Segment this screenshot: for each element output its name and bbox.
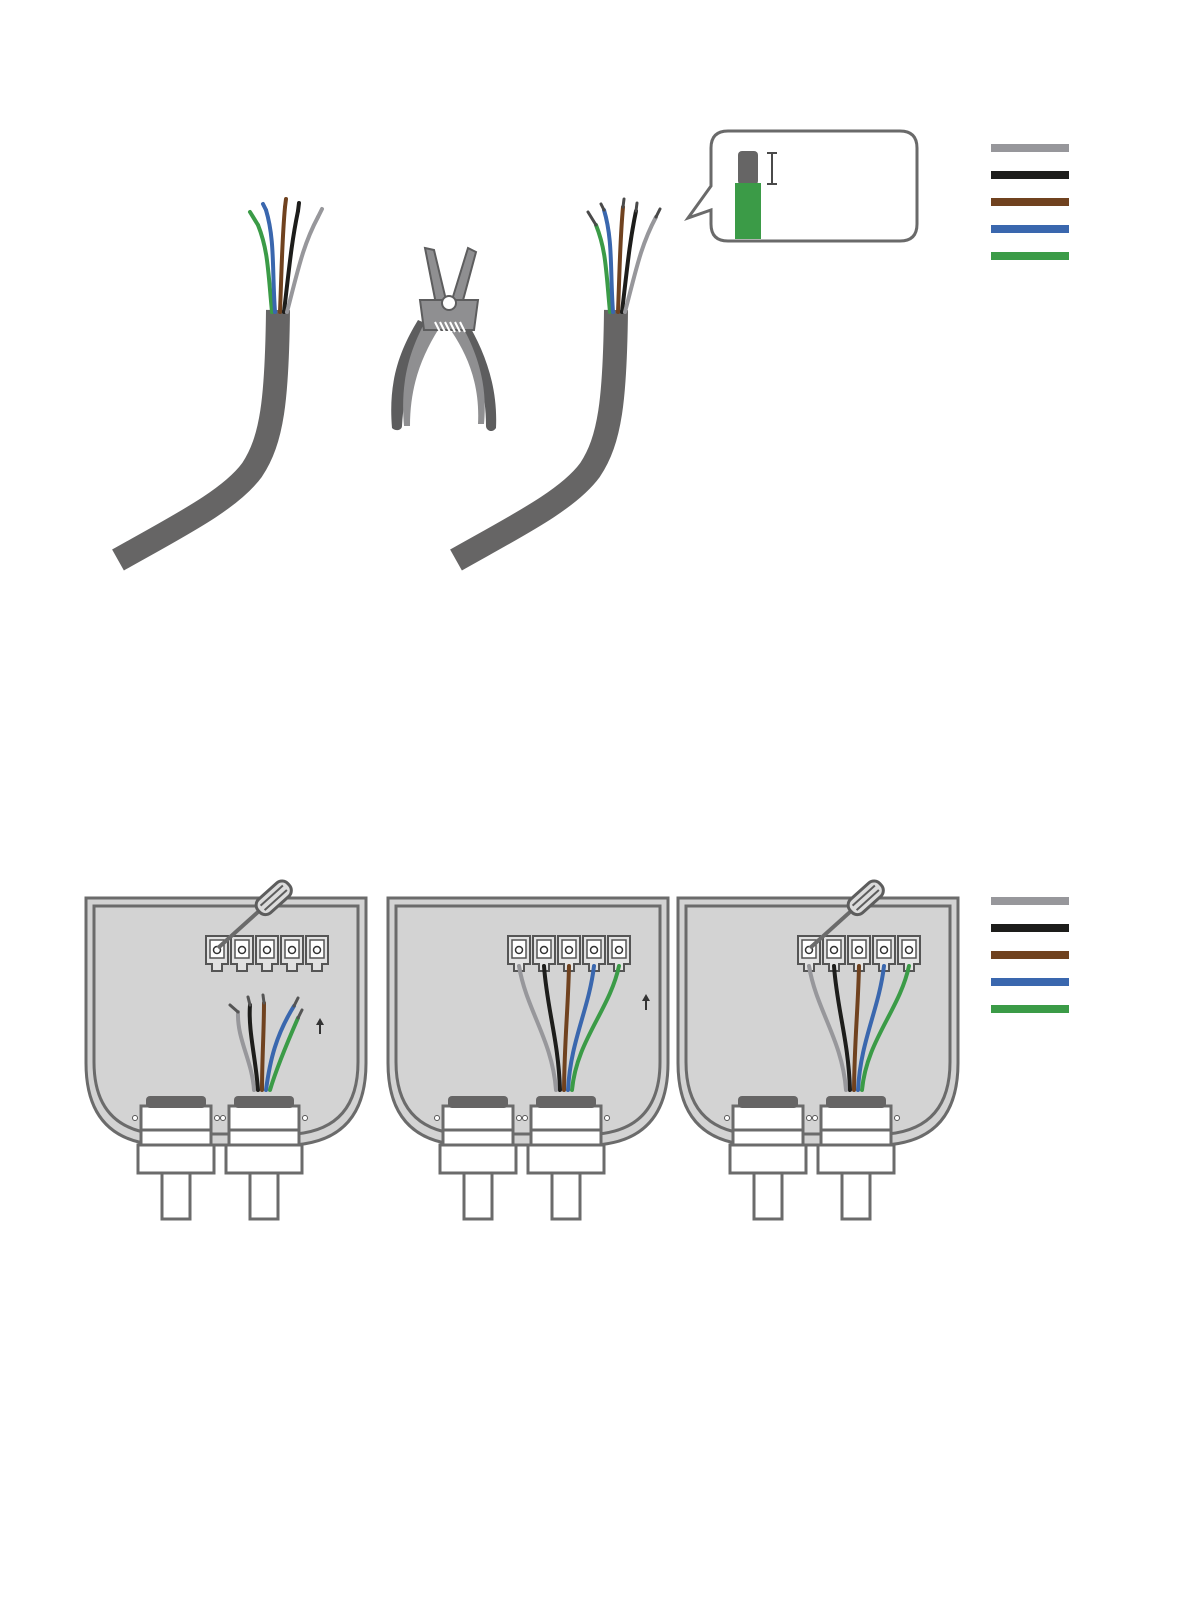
gland-collar <box>141 1130 211 1145</box>
gland-cable-stub <box>162 1173 190 1219</box>
gland-screw-hole <box>215 1116 220 1121</box>
wire-blue-bare-tip <box>601 204 604 210</box>
gland-screw-hole <box>517 1116 522 1121</box>
terminal-clamp <box>612 940 626 958</box>
terminal-clamp <box>537 940 551 958</box>
unstripped-cable <box>118 199 322 560</box>
gland-collar <box>531 1130 601 1145</box>
gland-screw-hole <box>895 1116 900 1121</box>
cable-gland-icon <box>813 1096 900 1219</box>
gland-nut-lower <box>730 1145 806 1173</box>
wire-brown-bare-tip <box>263 995 264 1003</box>
wire-black-bare-tip <box>248 997 250 1005</box>
gland-screw-hole <box>221 1116 226 1121</box>
cable-gland-icon <box>435 1096 522 1219</box>
wire-green-bare-tip <box>588 212 596 225</box>
gland-cable-jacket <box>234 1096 294 1108</box>
callout-insulation <box>735 183 761 239</box>
strip-length-callout <box>688 131 917 241</box>
wire-brown-bare-tip <box>623 199 624 207</box>
terminal-clamp <box>260 940 274 958</box>
gland-screw-hole <box>523 1116 528 1121</box>
cable-gland-icon <box>725 1096 812 1219</box>
gland-collar <box>821 1130 891 1145</box>
terminal-clamp <box>877 940 891 958</box>
stripper-left-jaw <box>425 248 446 304</box>
gland-cable-jacket <box>536 1096 596 1108</box>
gland-nut-lower <box>528 1145 604 1173</box>
gland-blind-plug <box>448 1096 508 1108</box>
gland-nut-lower <box>138 1145 214 1173</box>
callout-bubble <box>688 131 917 241</box>
gland-nut-upper <box>229 1106 299 1130</box>
wire-blue-end <box>263 204 266 210</box>
enclosure-tightened <box>678 878 958 1219</box>
wire-gray-end <box>318 209 322 217</box>
gland-screw-hole <box>807 1116 812 1121</box>
terminal-clamp <box>562 940 576 958</box>
gland-nut-upper <box>821 1106 891 1130</box>
gland-cable-stub <box>754 1173 782 1219</box>
gland-screw-hole <box>725 1116 730 1121</box>
stripper-left-grip <box>403 320 438 426</box>
wire-gray-bare-tip <box>656 209 660 217</box>
gland-nut-upper <box>733 1106 803 1130</box>
gland-screw-hole <box>605 1116 610 1121</box>
gland-collar <box>443 1130 513 1145</box>
color-legend-bottom <box>991 901 1069 1009</box>
wire-brown <box>262 1003 264 1090</box>
gland-nut-upper <box>443 1106 513 1130</box>
wire-green-end <box>250 212 258 225</box>
gland-blind-plug <box>146 1096 206 1108</box>
terminal-clamp <box>235 940 249 958</box>
gland-blind-plug <box>738 1096 798 1108</box>
terminal-clamp <box>827 940 841 958</box>
gland-screw-hole <box>303 1116 308 1121</box>
gland-collar <box>733 1130 803 1145</box>
gland-screw-hole <box>813 1116 818 1121</box>
terminal-clamp <box>512 940 526 958</box>
gland-cable-stub <box>552 1173 580 1219</box>
terminal-clamp <box>902 940 916 958</box>
cable-jacket <box>118 310 278 560</box>
gland-nut-lower <box>440 1145 516 1173</box>
wire-brown-end <box>285 199 286 207</box>
stripper-right-jaw <box>452 248 476 304</box>
terminal-clamp <box>310 940 324 958</box>
stripper-pivot-bolt <box>442 296 456 310</box>
terminal-clamp <box>587 940 601 958</box>
terminal-clamp <box>852 940 866 958</box>
gland-cable-stub <box>250 1173 278 1219</box>
gland-screw-hole <box>435 1116 440 1121</box>
wire-black-end <box>298 203 299 211</box>
gland-collar <box>229 1130 299 1145</box>
cable-gland-icon <box>133 1096 220 1219</box>
gland-cable-stub <box>842 1173 870 1219</box>
callout-bare-conductor <box>738 151 758 185</box>
gland-screw-hole <box>133 1116 138 1121</box>
terminal-clamp <box>285 940 299 958</box>
enclosure-wired <box>388 898 668 1219</box>
wire-black-bare-tip <box>636 203 637 211</box>
wire-stripper-icon <box>391 248 496 431</box>
enclosure-insert-wires <box>86 878 366 1219</box>
gland-nut-lower <box>226 1145 302 1173</box>
gland-nut-lower <box>818 1145 894 1173</box>
color-legend-top <box>991 148 1069 256</box>
gland-nut-upper <box>141 1106 211 1130</box>
cable-gland-icon <box>221 1096 308 1219</box>
cable-gland-icon <box>523 1096 610 1219</box>
gland-nut-upper <box>531 1106 601 1130</box>
gland-cable-stub <box>464 1173 492 1219</box>
gland-cable-jacket <box>826 1096 886 1108</box>
